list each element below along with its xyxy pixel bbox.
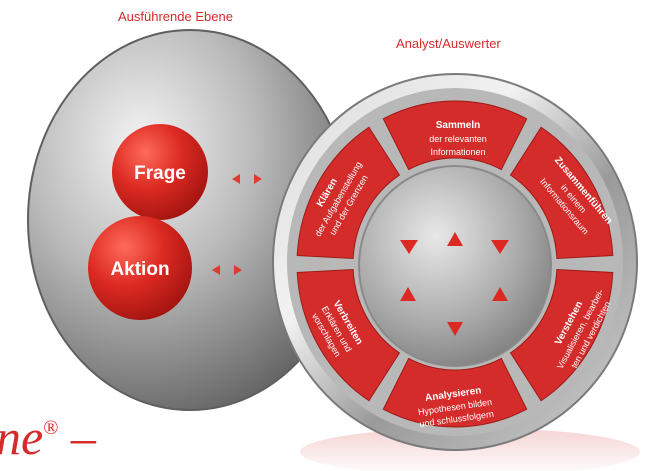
frage-node: Frage: [112, 124, 208, 220]
aktion-node: Aktion: [88, 216, 192, 320]
analyst-disk: Sammeln der relevanten Informationen Zus…: [272, 73, 638, 451]
frage-label: Frage: [134, 163, 186, 184]
executive-disk: Frage Aktion: [27, 29, 353, 411]
ring-segment-analysieren: [382, 357, 528, 428]
ring-segment-klaeren: [296, 126, 401, 259]
cycle-center: [358, 165, 552, 367]
sammeln-line1: der relevanten: [429, 134, 487, 144]
executive-level-label: Ausführende Ebene: [118, 9, 233, 24]
ring-segment-verbreiten: [296, 269, 401, 402]
cycle-ring: [296, 100, 614, 428]
ring-segment-zusammenfuehren: [509, 126, 614, 259]
registered-mark: ®: [43, 417, 59, 439]
sammeln-title: Sammeln: [436, 120, 480, 131]
brand-partial-text: ne: [0, 409, 44, 465]
center-arrows-icon: [400, 232, 509, 336]
arrows-aktion-icon: [212, 265, 242, 275]
aktion-label: Aktion: [110, 259, 169, 280]
ring-segment-verstehen: [509, 269, 614, 402]
ring-segment-sammeln: [382, 100, 528, 171]
arrows-frage-icon: [232, 174, 262, 184]
brand-dash: –: [70, 409, 96, 465]
brand-wordmark: ne® –: [0, 412, 96, 462]
sammeln-line2: Informationen: [430, 147, 485, 157]
segment-sammeln: Sammeln der relevanten Informationen: [429, 120, 487, 157]
analyst-level-label: Analyst/Auswerter: [396, 36, 501, 51]
